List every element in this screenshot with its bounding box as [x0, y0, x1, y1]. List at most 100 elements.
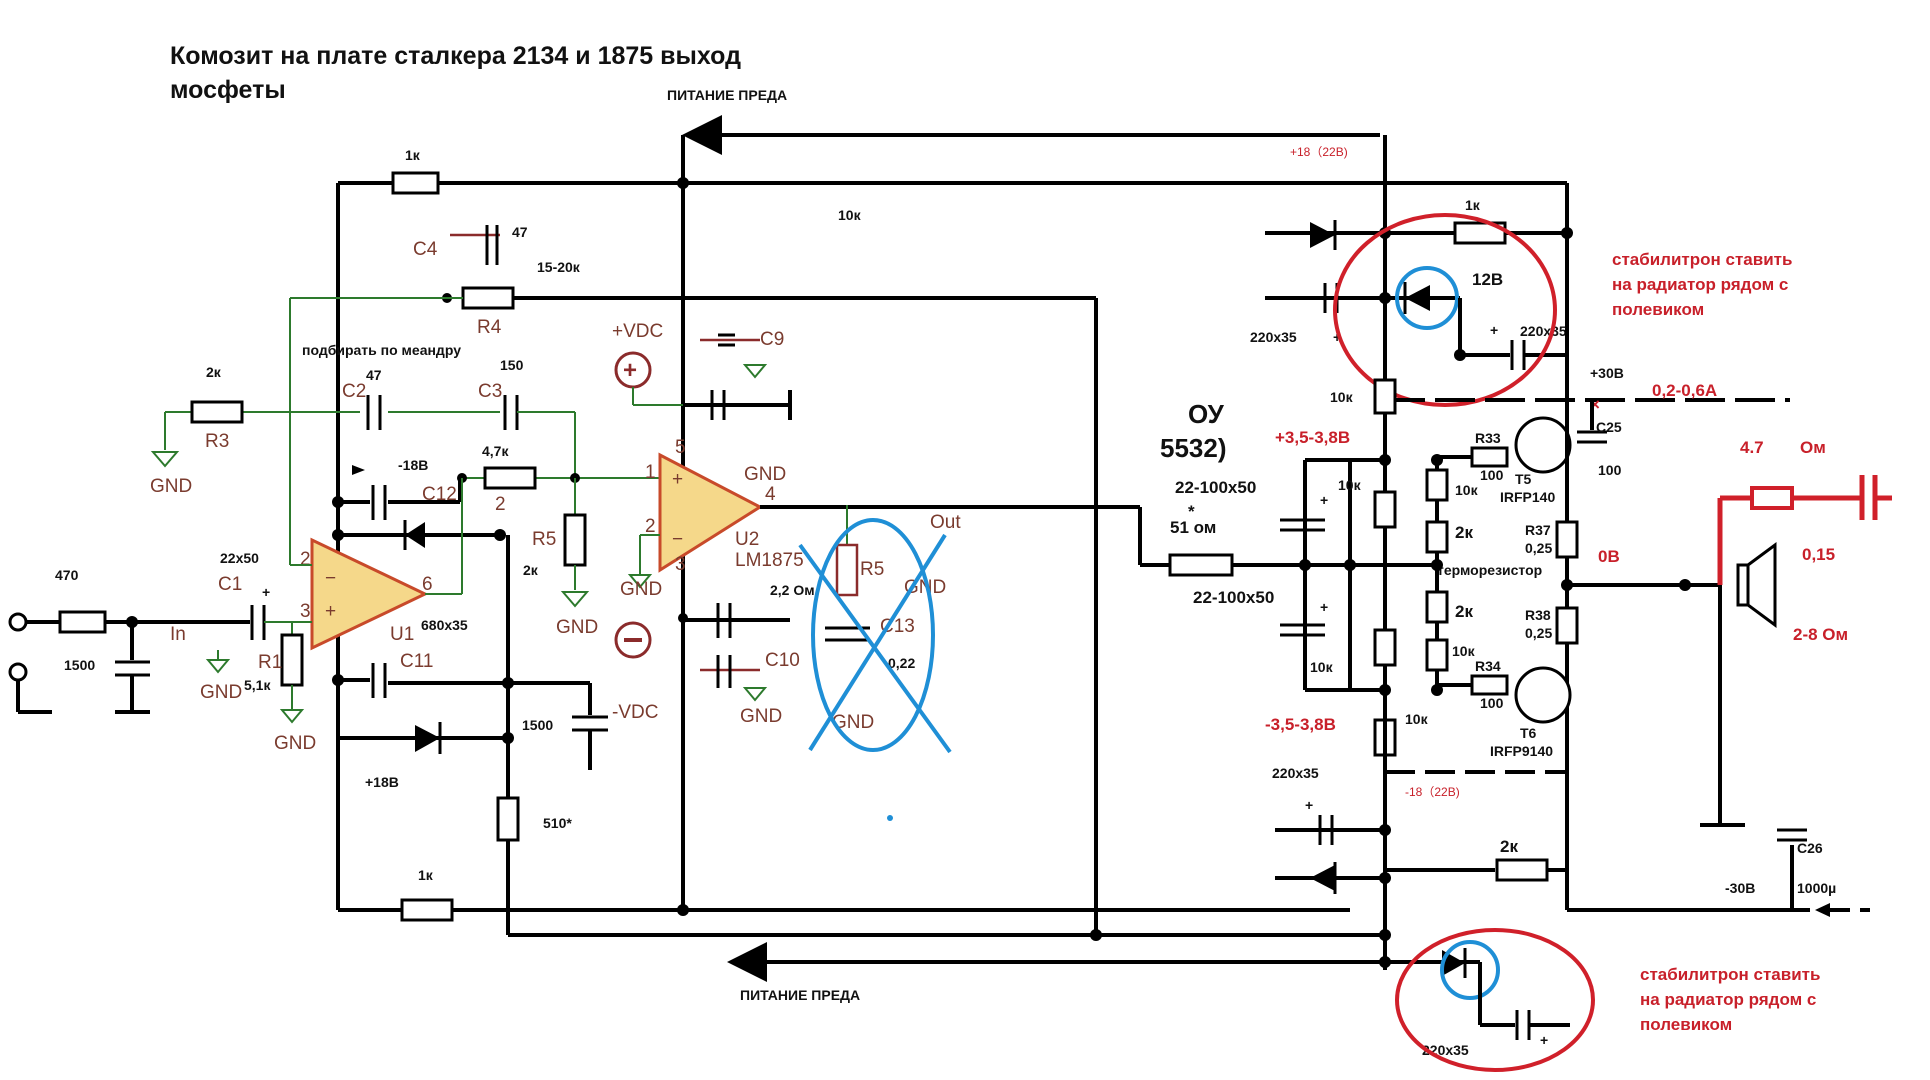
kicad-r4: R4 [477, 317, 502, 338]
label-10k-c: 10к [1455, 482, 1479, 498]
label-2k-b: 2к [1455, 602, 1473, 621]
label-t6-type: IRFP9140 [1490, 743, 1553, 759]
kicad-u2-p4: 4 [765, 484, 776, 505]
resistor-1k-top [391, 171, 440, 195]
kicad-u2-p3: 3 [675, 554, 686, 575]
label-510: 510* [543, 815, 572, 831]
label-51om: 51 ом [1170, 518, 1216, 537]
kicad-gnd-r5: GND [556, 617, 598, 638]
note-zener-bottom-1: стабилитрон ставить [1640, 965, 1820, 984]
u2-plus: + [672, 469, 683, 490]
kicad-in: In [170, 624, 186, 645]
input-gnd-jack-icon[interactable] [8, 662, 28, 682]
node-lower-c [1379, 929, 1391, 941]
kicad-vdc-plus: +VDC [612, 321, 663, 342]
label-r5: 2к [523, 562, 539, 578]
u1-minus: − [325, 568, 336, 589]
node-c11 [332, 674, 344, 686]
label-current: 0,2-0,6А [1652, 381, 1717, 400]
node-fb-bot [1090, 929, 1102, 941]
zener-lower-12v-icon [1442, 950, 1465, 976]
kicad-lm1875: LM1875 [735, 550, 804, 571]
kicad-r3: R3 [205, 431, 229, 452]
resistor-1k-upper [1453, 221, 1507, 245]
resistor-r5-left [563, 513, 587, 567]
kicad-gnd-r3: GND [150, 476, 192, 497]
red-ellipse-bottom [1395, 928, 1595, 1072]
gnd-icon-u2 [627, 574, 653, 589]
kicad-u1: U1 [390, 624, 414, 645]
label-10k-f: 10к [1405, 711, 1429, 727]
label-minus30: -30В [1725, 880, 1755, 896]
label-10k-e: 10к [1330, 389, 1354, 405]
label-r33-v: 100 [1480, 467, 1504, 483]
gnd-icon-r3 [150, 451, 180, 468]
label-1k-top: 1к [405, 147, 421, 163]
kicad-u1-p6: 6 [422, 574, 433, 595]
label-r33: R33 [1475, 430, 1501, 446]
label-r38: R38 [1525, 607, 1551, 623]
pre-power-bottom-label: ПИТАНИЕ ПРЕДА [740, 987, 860, 1003]
label-c3: 150 [500, 357, 524, 373]
z12-cap-plus: + [1490, 322, 1498, 338]
node-zener-ul [494, 529, 506, 541]
label-c2: 47 [366, 367, 382, 383]
label-0v: 0В [1598, 547, 1620, 566]
label-0-15: 0,15 [1802, 545, 1835, 564]
red-ellipse-top [1333, 213, 1557, 407]
label-10k-b: 10к [1310, 659, 1334, 675]
resistor-r38 [1555, 606, 1579, 645]
kicad-u2-p5: 5 [675, 437, 686, 458]
kicad-u1-p3: 3 [300, 601, 311, 622]
label-2k-a: 2к [1455, 523, 1473, 542]
gnd-icon-c10 [742, 687, 768, 702]
zener-icon-ll [415, 725, 440, 752]
note-zener-top-3: полевиком [1612, 300, 1704, 319]
label-22-100-b: 22-100x50 [1193, 588, 1274, 607]
note-zener-top-1: стабилитрон ставить [1612, 250, 1792, 269]
u1-plus: + [325, 601, 336, 622]
resistor-4k7 [483, 466, 537, 490]
kicad-gnd-c13: GND [832, 712, 874, 733]
note-5532: 5532) [1160, 433, 1227, 463]
pre-power-top-label: ПИТАНИЕ ПРЕДА [667, 87, 787, 103]
kicad-gnd-c10: GND [740, 706, 782, 727]
cut-x-icon: × [1590, 395, 1600, 414]
resistor-bias-b [1373, 628, 1397, 667]
label-22-100-a: 22-100x50 [1175, 478, 1256, 497]
kicad-c12: C12 [422, 484, 457, 505]
crossout-ellipse [811, 518, 935, 752]
kicad-u2-p1: 1 [645, 462, 656, 483]
kicad-c4: C4 [413, 239, 438, 260]
node-bias-a [1344, 559, 1356, 571]
label-c-in: 1500 [64, 657, 95, 673]
label-speaker: 2-8 Ом [1793, 625, 1848, 644]
label-2k-lower: 2к [1500, 837, 1518, 856]
minus30-arrow [1815, 903, 1830, 917]
kicad-out: Out [930, 512, 961, 533]
resistor-51 [1168, 553, 1234, 577]
opamp-u1 [310, 537, 429, 651]
kicad-c1: C1 [218, 574, 242, 595]
label-4-7: 4.7 [1740, 438, 1764, 457]
label-c26-v: 1000µ [1797, 880, 1836, 896]
kicad-pin2-u1: 2 [495, 494, 506, 515]
node-central-bot [677, 904, 689, 916]
gnd-icon-r5 [560, 591, 590, 608]
resistor-1k-bottom [400, 898, 454, 922]
kicad-gnd-c1: GND [200, 682, 242, 703]
label-r3: 2к [206, 364, 222, 380]
note-thermistor: терморезистор [1437, 562, 1542, 578]
kicad-vdc-minus: -VDC [612, 702, 658, 723]
label-10k-d: 10к [1452, 643, 1476, 659]
resistor-4-7om [1750, 486, 1794, 510]
input-jack-icon[interactable] [8, 612, 28, 632]
label-c1: 22x50 [220, 550, 259, 566]
zener-icon-upper [1310, 222, 1335, 248]
resistor-10k-c [1425, 468, 1449, 502]
note-zener-top-2: на радиатор рядом с [1612, 275, 1788, 294]
node-bias-f [1431, 559, 1443, 571]
resistor-bias-a [1373, 490, 1397, 529]
resistor-r4 [461, 286, 515, 310]
label-c25-v: 100 [1598, 462, 1622, 478]
